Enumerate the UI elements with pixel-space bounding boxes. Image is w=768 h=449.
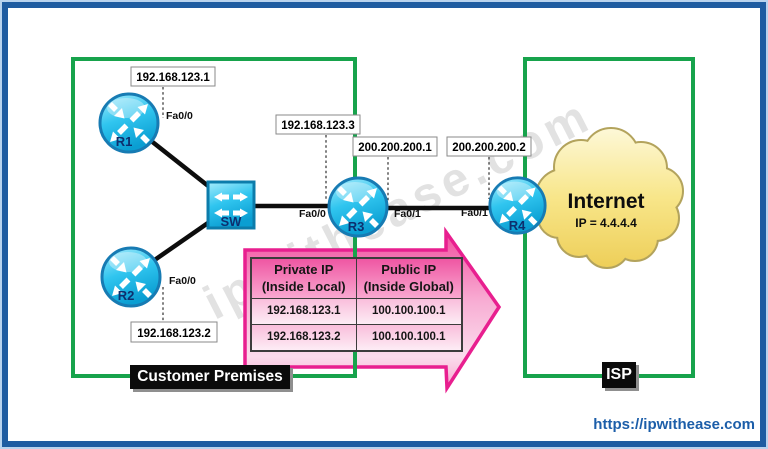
internet-label: Internet (567, 190, 644, 213)
ip-label-r1: 192.168.123.1 (136, 72, 210, 84)
site-link[interactable]: https://ipwithease.com (593, 416, 755, 433)
ip-label-box-r3-left (275, 114, 361, 135)
table-header-public: Public IP (Inside Global) (356, 259, 461, 299)
table-cell: 192.168.123.2 (252, 324, 357, 350)
ip-label-r3-left: 192.168.123.3 (281, 120, 355, 132)
ip-label-box-r1 (130, 66, 216, 87)
router-r2-name: R2 (118, 288, 135, 303)
header-public-line1: Public IP (381, 262, 437, 278)
ip-label-box-r4 (446, 136, 532, 157)
header-private-line1: Private IP (274, 262, 334, 278)
label-connectors (162, 87, 490, 322)
iface-r1: Fa0/0 (166, 110, 193, 122)
router-r1-name: R1 (116, 134, 133, 149)
switch-sw-name: SW (221, 214, 243, 229)
internet-ip: IP = 4.4.4.4 (575, 216, 637, 230)
ip-label-box-r3-right (352, 136, 438, 157)
ip-label-r2: 192.168.123.2 (137, 328, 211, 340)
customer-premises-label: Customer Premises (130, 365, 290, 389)
iface-r2: Fa0/0 (169, 275, 196, 287)
ip-label-r4: 200.200.200.2 (452, 142, 526, 154)
router-r4-name: R4 (509, 218, 526, 233)
table-cell: 100.100.100.1 (356, 324, 461, 350)
ip-label-r3-right: 200.200.200.1 (358, 142, 432, 154)
header-public-line2: (Inside Global) (363, 278, 454, 294)
router-r3-name: R3 (348, 219, 365, 234)
iface-r3-left: Fa0/0 (299, 208, 326, 220)
isp-label: ISP (602, 362, 636, 388)
header-private-line2: (Inside Local) (261, 278, 346, 294)
table-cell: 192.168.123.1 (252, 299, 357, 325)
ip-label-box-r2 (130, 321, 218, 343)
nat-translation-table: Private IP (Inside Local) Public IP (Ins… (250, 257, 463, 352)
table-cell: 100.100.100.1 (356, 299, 461, 325)
internet-cloud: Internet IP = 4.4.4.4 (535, 127, 684, 269)
iface-r3-right: Fa0/1 (394, 208, 421, 220)
table-header-private: Private IP (Inside Local) (252, 259, 357, 299)
iface-r4: Fa0/1 (461, 207, 488, 219)
